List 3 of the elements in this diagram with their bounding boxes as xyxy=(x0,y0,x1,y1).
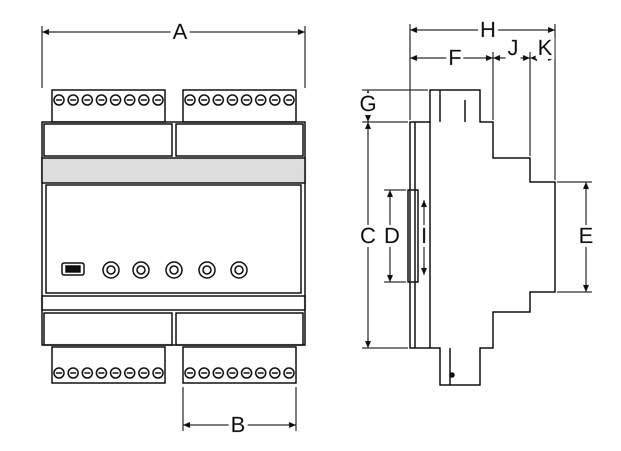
dimension-label: J xyxy=(506,37,520,59)
dimension-label: C xyxy=(358,225,378,247)
dimension-label: K xyxy=(536,37,554,59)
